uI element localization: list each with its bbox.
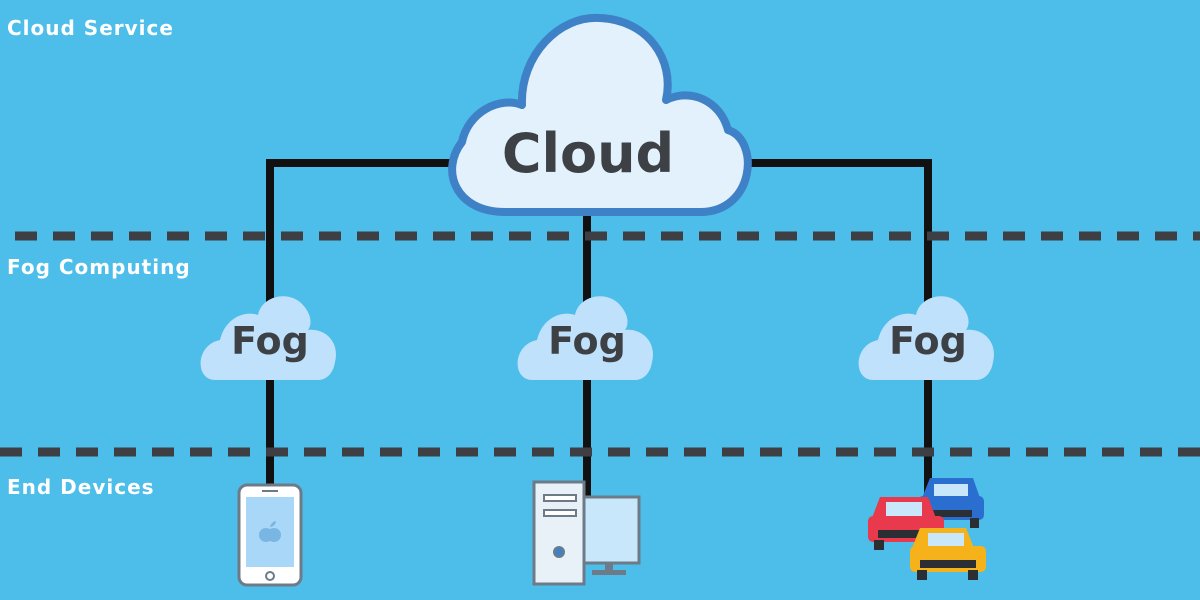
cloud-icon [448, 13, 752, 216]
fog-node-center: Fog [517, 296, 653, 380]
fog-node-left: Fog [200, 296, 336, 380]
desktop-computer-icon [532, 480, 641, 586]
connector-lines [266, 159, 932, 499]
fog-cloud-icon [200, 296, 336, 380]
cloud-label: Cloud [502, 122, 674, 185]
fog-cloud-icon [858, 296, 994, 380]
connector-cloud-to-fog-left [266, 159, 459, 339]
cars-icon [868, 478, 986, 580]
fog-node-right: Fog [858, 296, 994, 380]
apple-logo-icon [259, 521, 281, 542]
fog-cloud-icon [517, 296, 653, 380]
connector-cloud-to-fog-right [741, 159, 932, 339]
layer-label-end-devices: End Devices [7, 475, 155, 499]
yellow-car-icon [910, 528, 986, 580]
layer-label-cloud-service: Cloud Service [7, 16, 174, 40]
fog-label-center: Fog [548, 319, 626, 363]
fog-label-left: Fog [231, 319, 309, 363]
smartphone-icon [237, 483, 303, 587]
monitor [580, 495, 641, 565]
fog-label-right: Fog [889, 319, 967, 363]
cloud-node: Cloud [448, 13, 752, 216]
layer-label-fog-computing: Fog Computing [7, 255, 191, 279]
